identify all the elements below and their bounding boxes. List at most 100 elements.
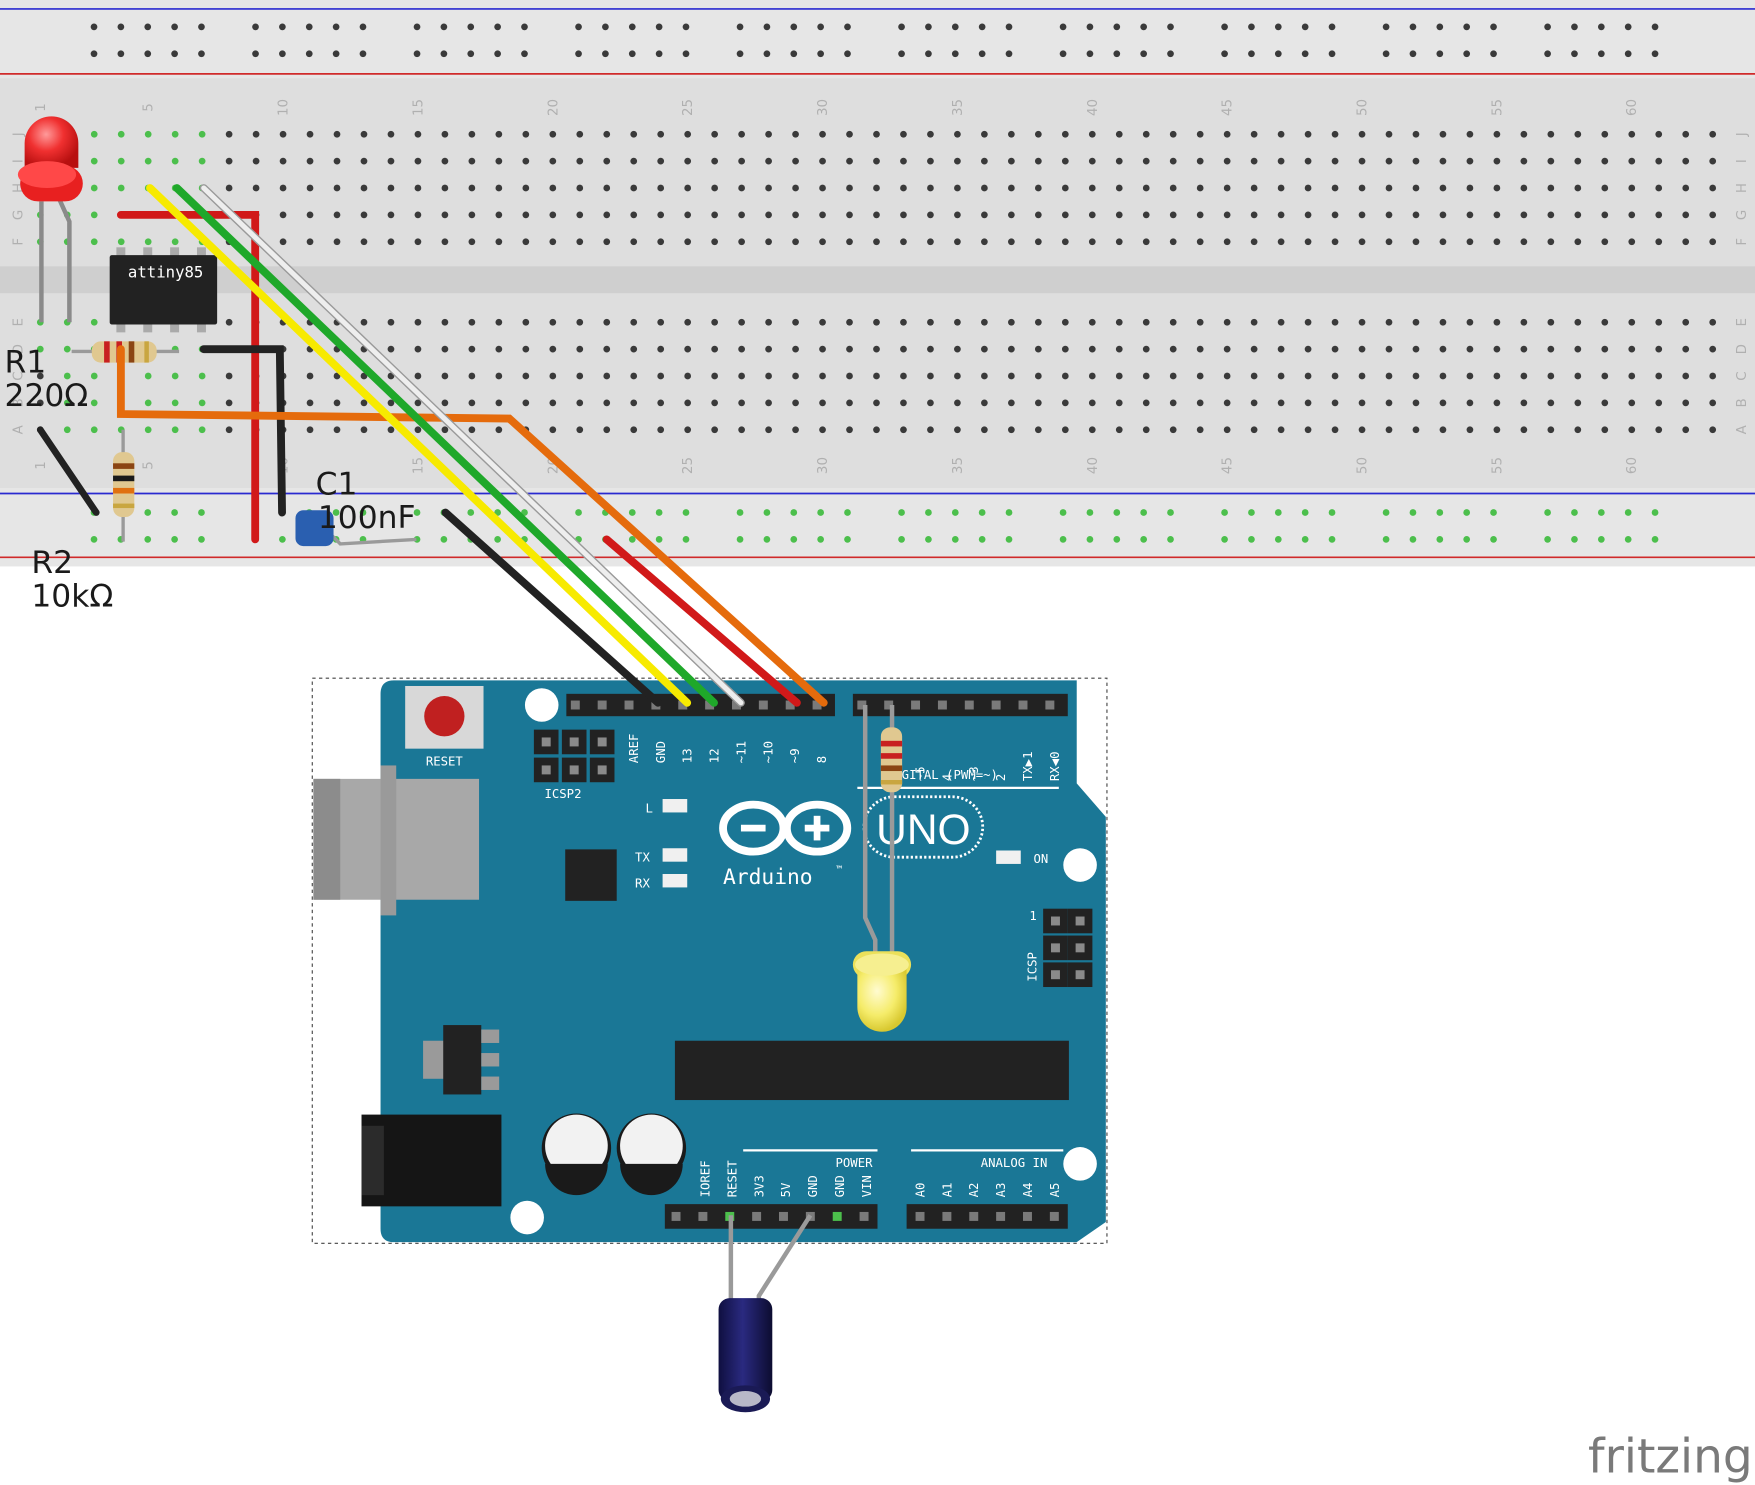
hole bbox=[1331, 399, 1339, 407]
power-pin bbox=[752, 1211, 762, 1221]
rail-hole bbox=[494, 50, 501, 58]
on-label: ON bbox=[1034, 852, 1049, 866]
rail-hole bbox=[1005, 50, 1013, 58]
hole bbox=[576, 345, 584, 353]
hole bbox=[306, 130, 314, 138]
bottom-power-rail bbox=[0, 487, 1755, 567]
rail-hole bbox=[1005, 536, 1013, 543]
electrolytic-capacitor bbox=[718, 1214, 813, 1413]
hole bbox=[1682, 238, 1690, 246]
arduino-logo bbox=[719, 800, 852, 856]
hole bbox=[630, 157, 638, 165]
column-number: 15 bbox=[411, 457, 426, 474]
hole bbox=[981, 372, 988, 380]
hole bbox=[630, 130, 638, 138]
hole bbox=[171, 426, 179, 434]
hole bbox=[765, 426, 772, 434]
hole bbox=[792, 399, 799, 407]
hole bbox=[1061, 399, 1069, 407]
hole bbox=[1439, 130, 1447, 138]
hole bbox=[414, 372, 422, 380]
hole bbox=[225, 184, 233, 192]
hole bbox=[1655, 211, 1663, 219]
rail-hole bbox=[1248, 23, 1255, 31]
hole bbox=[1466, 157, 1474, 165]
hole bbox=[1034, 211, 1042, 219]
hole bbox=[1331, 184, 1339, 192]
rail-hole bbox=[575, 50, 582, 58]
rail-hole bbox=[1113, 509, 1121, 516]
hole bbox=[900, 157, 907, 165]
hole bbox=[63, 345, 71, 353]
hole bbox=[630, 211, 638, 219]
hole bbox=[1412, 345, 1420, 353]
rail-hole bbox=[844, 536, 851, 543]
analog-pin bbox=[996, 1211, 1006, 1221]
hole bbox=[576, 238, 584, 246]
hole bbox=[900, 211, 907, 219]
rail-hole bbox=[925, 509, 932, 516]
hole bbox=[1277, 130, 1285, 138]
hole bbox=[603, 318, 611, 326]
hole bbox=[90, 211, 98, 219]
hole bbox=[1412, 130, 1420, 138]
hole bbox=[1250, 211, 1258, 219]
mounting-hole bbox=[524, 688, 559, 722]
rail-hole bbox=[925, 536, 932, 543]
hole bbox=[1655, 426, 1663, 434]
rail-hole bbox=[359, 23, 367, 31]
rail-hole bbox=[1113, 50, 1121, 58]
hole bbox=[387, 399, 395, 407]
hole bbox=[387, 211, 395, 219]
rail-hole bbox=[279, 536, 286, 543]
analog-pin-label: A0 bbox=[914, 1183, 928, 1198]
digital-pin-label: ~3 bbox=[967, 766, 981, 781]
hole bbox=[522, 318, 530, 326]
hole bbox=[1250, 130, 1258, 138]
hole bbox=[1331, 238, 1339, 246]
hole bbox=[360, 318, 368, 326]
wires bbox=[36, 184, 828, 707]
hole bbox=[468, 157, 476, 165]
rail-hole bbox=[978, 50, 986, 58]
hole bbox=[1358, 426, 1366, 434]
reset-button-cap[interactable] bbox=[424, 696, 465, 737]
hole bbox=[225, 157, 233, 165]
hole bbox=[1088, 345, 1096, 353]
hole bbox=[549, 184, 557, 192]
hole bbox=[981, 184, 988, 192]
hole bbox=[1574, 318, 1582, 326]
hole bbox=[900, 184, 907, 192]
hole bbox=[1115, 345, 1123, 353]
hole bbox=[1358, 130, 1366, 138]
rail-hole bbox=[521, 50, 528, 58]
hole bbox=[981, 318, 988, 326]
hole bbox=[1358, 238, 1366, 246]
hole bbox=[1142, 426, 1150, 434]
hole bbox=[1008, 211, 1015, 219]
hole bbox=[1061, 211, 1069, 219]
hole bbox=[873, 238, 880, 246]
hole bbox=[522, 399, 530, 407]
hole bbox=[981, 130, 988, 138]
hole bbox=[954, 238, 961, 246]
hole bbox=[333, 211, 341, 219]
power-jack bbox=[361, 1114, 502, 1207]
hole bbox=[1223, 238, 1231, 246]
hole bbox=[603, 157, 611, 165]
hole bbox=[387, 318, 395, 326]
rail-hole bbox=[467, 50, 475, 58]
column-number: 30 bbox=[816, 99, 831, 116]
digital-pin bbox=[731, 700, 741, 710]
hole bbox=[657, 372, 665, 380]
hole bbox=[765, 238, 772, 246]
rail-hole bbox=[1651, 50, 1659, 58]
hole bbox=[1439, 345, 1447, 353]
row-letter: E bbox=[11, 318, 26, 326]
hole bbox=[279, 238, 287, 246]
rail-hole bbox=[1571, 509, 1578, 516]
icsp-label: ICSP bbox=[1025, 952, 1039, 982]
hole bbox=[576, 157, 584, 165]
hole bbox=[819, 130, 826, 138]
rail-hole bbox=[1086, 50, 1094, 58]
